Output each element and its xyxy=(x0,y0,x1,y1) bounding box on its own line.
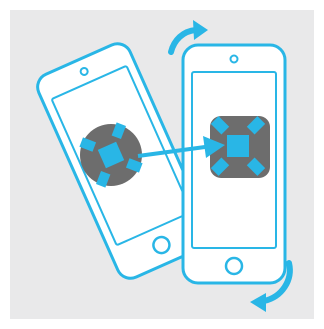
illustration xyxy=(0,0,324,329)
illustration-svg xyxy=(0,0,324,329)
